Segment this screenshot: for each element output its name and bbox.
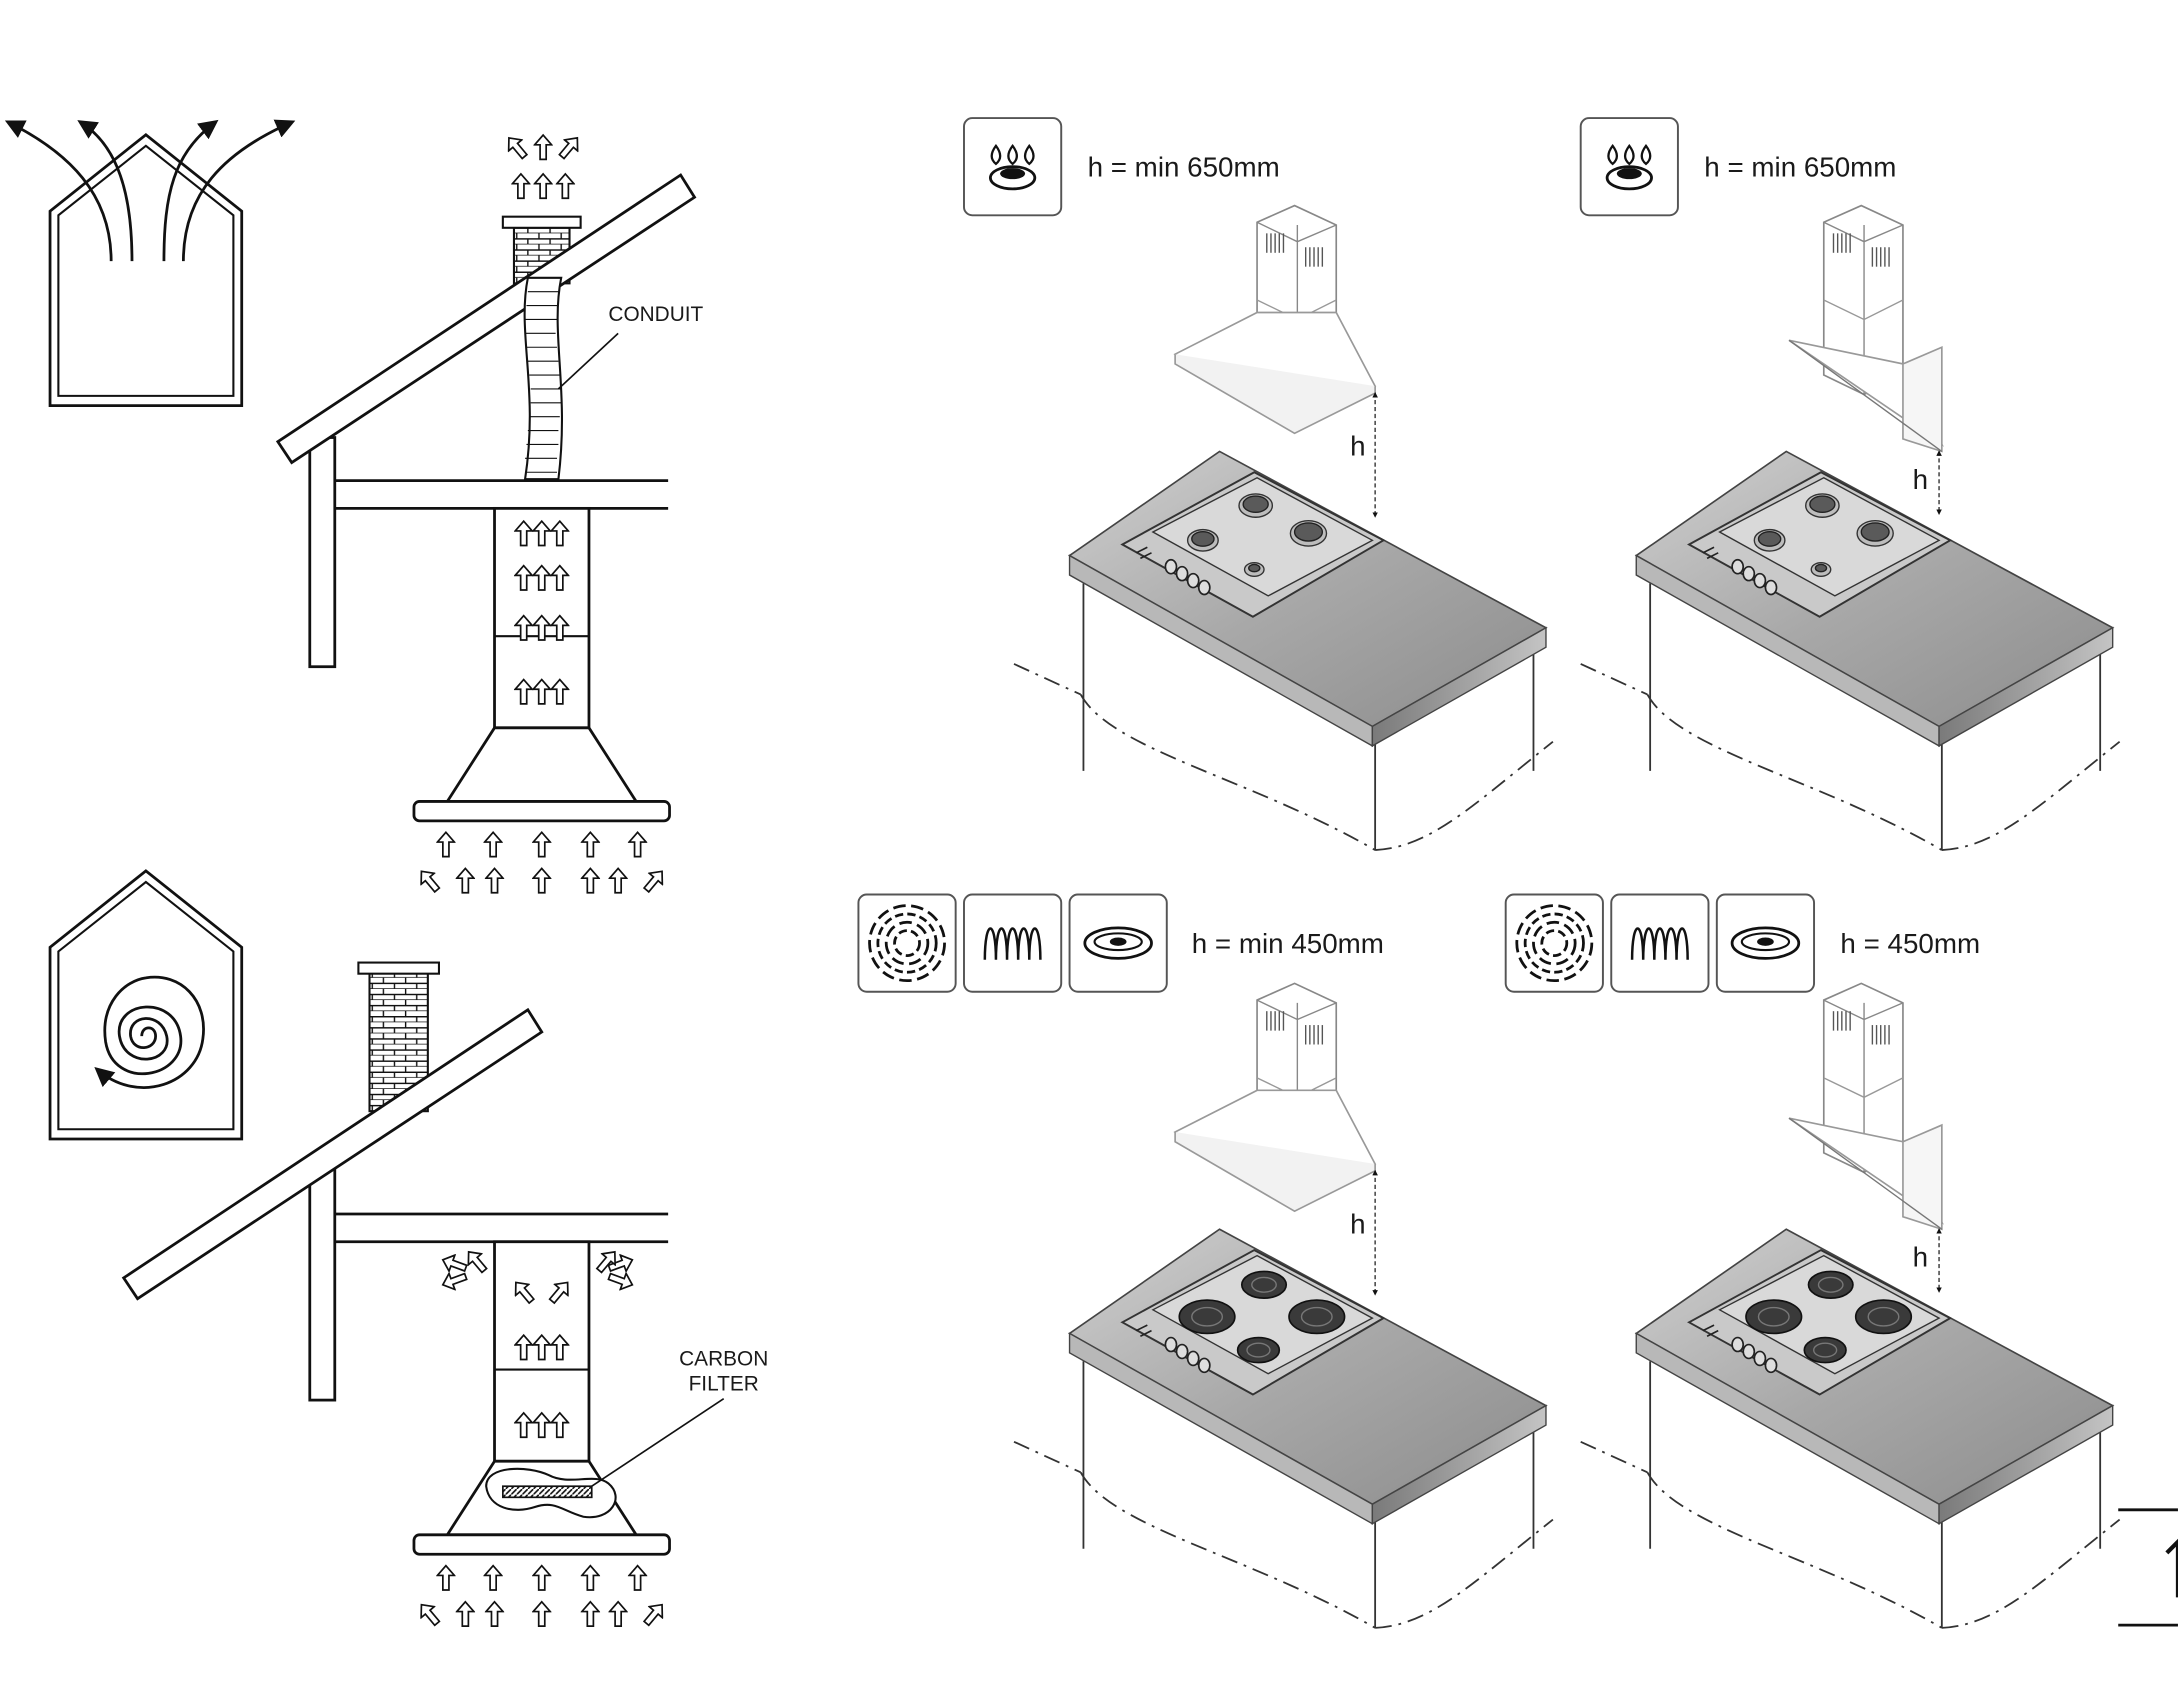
electric-hotplates (1745, 1270, 1913, 1364)
intake-arrows (414, 831, 670, 897)
floor-outline (1013, 1440, 1554, 1629)
exhaust-arrows (501, 131, 585, 200)
control-knob (1731, 1336, 1745, 1353)
control-knob (1742, 1343, 1756, 1360)
hotplate-icon (1715, 893, 1816, 993)
cabinet (1649, 1361, 2102, 1628)
control-knob (1764, 579, 1778, 596)
control-knob (1753, 1350, 1767, 1367)
hood (444, 726, 639, 803)
control-knob (1186, 572, 1200, 589)
control-knob (1742, 565, 1756, 582)
control-knob (1197, 1357, 1211, 1374)
panel-1: h = min 650mm h (963, 117, 1554, 851)
carbon-filter-label-line2: FILTER (689, 1372, 759, 1395)
house-exhaust-icon (4, 119, 296, 407)
electric-hotplates (1178, 1270, 1346, 1364)
roof (121, 1007, 544, 1301)
page-edge-marker (2118, 1508, 2178, 1627)
control-knob (1753, 572, 1767, 589)
control-knob (1186, 1350, 1200, 1367)
intake-arrows (414, 1564, 670, 1630)
cooker-hood (1788, 204, 1944, 453)
height-requirement-label: h = min 450mm (1192, 928, 1384, 959)
cooker-hood (1173, 204, 1377, 435)
recirculating-diagram: CARBON FILTER (48, 869, 768, 1630)
cooker-hood (1173, 982, 1377, 1213)
panel-3: h = min 450mm h (857, 893, 1554, 1629)
conduit-label: CONDUIT (608, 303, 703, 326)
ducted-exhaust-diagram: CONDUIT (4, 119, 704, 897)
height-requirement-label: h = min 650mm (1704, 151, 1896, 182)
gas-burners (1753, 493, 1894, 577)
control-knob (1764, 1357, 1778, 1374)
hob-type-icons: h = min 650mm (963, 117, 1280, 217)
cabinet (1649, 583, 2102, 851)
gas-burners (1186, 493, 1328, 577)
height-requirement-label: h = min 650mm (1088, 151, 1280, 182)
carbon-filter-label-line1: CARBON (679, 1347, 768, 1370)
cooker-hood (1788, 982, 1944, 1231)
coil-element-icon (1610, 893, 1710, 993)
carbon-filter (502, 1485, 593, 1499)
height-marker: h (1913, 464, 1928, 495)
control-knob (1175, 1343, 1189, 1360)
hob-type-icons: h = 450mm (1504, 893, 1980, 993)
hotplate-icon (1068, 893, 1168, 993)
cabinet (1082, 583, 1535, 851)
hob-type-icons: h = min 650mm (1579, 117, 1896, 217)
hob-type-icons: h = min 450mm (857, 893, 1384, 993)
floor-outline (1580, 1440, 2121, 1629)
wall (308, 436, 337, 669)
panel-4: h = 450mm h (1504, 893, 2121, 1629)
house-recirculation-icon (48, 869, 244, 1141)
ceiling (334, 1212, 669, 1244)
panel-2: h = min 650mm h (1579, 117, 2121, 851)
ceiling (334, 479, 669, 510)
height-marker: h (1350, 1208, 1365, 1239)
control-knob (1164, 558, 1178, 575)
roof (275, 173, 697, 465)
gas-burner-icon (1579, 117, 1679, 217)
control-knob (1164, 1336, 1178, 1353)
cabinet (1082, 1361, 1535, 1628)
wall (308, 1165, 337, 1402)
control-knob (1175, 565, 1189, 582)
floor-outline (1580, 663, 2121, 851)
floor-outline (1013, 663, 1554, 851)
height-requirement-label: h = 450mm (1840, 928, 1980, 959)
radiant-ring-icon (1504, 893, 1604, 993)
height-marker: h (1350, 431, 1365, 462)
conduit (523, 276, 563, 481)
coil-element-icon (963, 893, 1063, 993)
gas-burner-icon (963, 117, 1063, 217)
height-marker: h (1913, 1242, 1928, 1273)
radiant-ring-icon (857, 893, 957, 993)
control-knob (1197, 579, 1211, 596)
control-knob (1731, 558, 1745, 575)
